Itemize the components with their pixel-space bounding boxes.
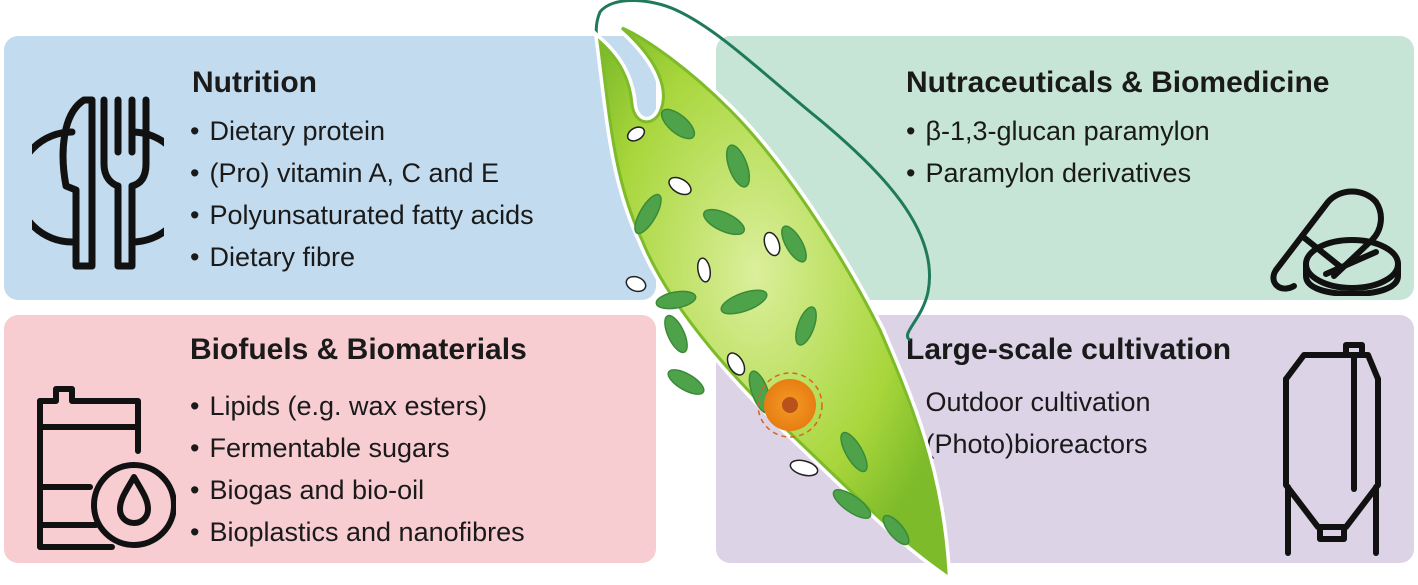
paramylon-granule — [763, 231, 781, 257]
paramylon-granule — [626, 126, 646, 142]
paramylon-granule — [696, 257, 712, 283]
list-item: (Pro) vitamin A, C and E — [190, 152, 534, 194]
chloroplast — [664, 314, 688, 354]
chloroplast — [634, 193, 662, 235]
cultivation-title: Large-scale cultivation — [906, 333, 1232, 366]
list-item: Biogas and bio-oil — [190, 469, 525, 511]
chloroplast — [667, 369, 705, 395]
list-item: Paramylon derivatives — [906, 152, 1210, 194]
list-item: Dietary fibre — [190, 236, 534, 278]
nucleus-envelope — [757, 372, 823, 438]
cutlery-plate-icon — [32, 96, 164, 270]
chloroplast — [702, 208, 746, 236]
paramylon-granule — [789, 459, 819, 477]
euglena-cell-illustration — [593, 0, 952, 582]
chloroplast — [725, 144, 751, 188]
nutrition-list: Dietary protein (Pro) vitamin A, C and E… — [190, 110, 534, 278]
paramylon-granule — [625, 275, 647, 293]
nutraceuticals-title: Nutraceuticals & Biomedicine — [906, 66, 1330, 99]
paramylon-granule — [726, 352, 746, 376]
list-item: Dietary protein — [190, 110, 534, 152]
list-item: β-1,3-glucan paramylon — [906, 110, 1209, 152]
list-item: Fermentable sugars — [190, 427, 525, 469]
cultivation-list: Outdoor cultivation (Photo)bioreactors — [906, 381, 1151, 465]
chloroplast — [720, 289, 768, 315]
biofuels-title: Biofuels & Biomaterials — [190, 333, 527, 366]
chloroplast — [840, 431, 868, 473]
bioreactor-tank-icon — [1283, 342, 1381, 556]
chloroplast — [655, 290, 697, 310]
list-item: Polyunsaturated fatty acids — [190, 194, 533, 236]
list-item: Bioplastics and nanofibres — [190, 511, 524, 553]
nucleolus — [782, 397, 798, 413]
oil-barrel-icon — [37, 386, 176, 550]
nutraceuticals-list: β-1,3-glucan paramylon Paramylon derivat… — [906, 110, 1210, 194]
list-item: Outdoor cultivation — [906, 381, 1150, 423]
pill-capsule-icon — [1270, 188, 1401, 296]
chloroplast — [832, 489, 872, 519]
biofuels-panel: Biofuels & Biomaterials Lipids (e.g. wax… — [4, 315, 656, 563]
nutraceuticals-panel: Nutraceuticals & Biomedicine β-1,3-gluca… — [716, 36, 1414, 300]
chloroplast — [781, 225, 807, 263]
chloroplast — [882, 514, 910, 546]
chloroplast — [660, 108, 696, 140]
list-item: Lipids (e.g. wax esters) — [190, 385, 525, 427]
biofuels-list: Lipids (e.g. wax esters) Fermentable sug… — [190, 385, 525, 553]
chloroplast — [795, 306, 817, 346]
flagellum — [594, 0, 931, 342]
paramylon-granule — [668, 176, 692, 196]
cell-body — [597, 26, 948, 575]
nutrition-panel: Nutrition Dietary protein (Pro) vitamin … — [4, 36, 656, 300]
list-item: (Photo)bioreactors — [906, 423, 1151, 465]
nutrition-title: Nutrition — [192, 66, 317, 99]
